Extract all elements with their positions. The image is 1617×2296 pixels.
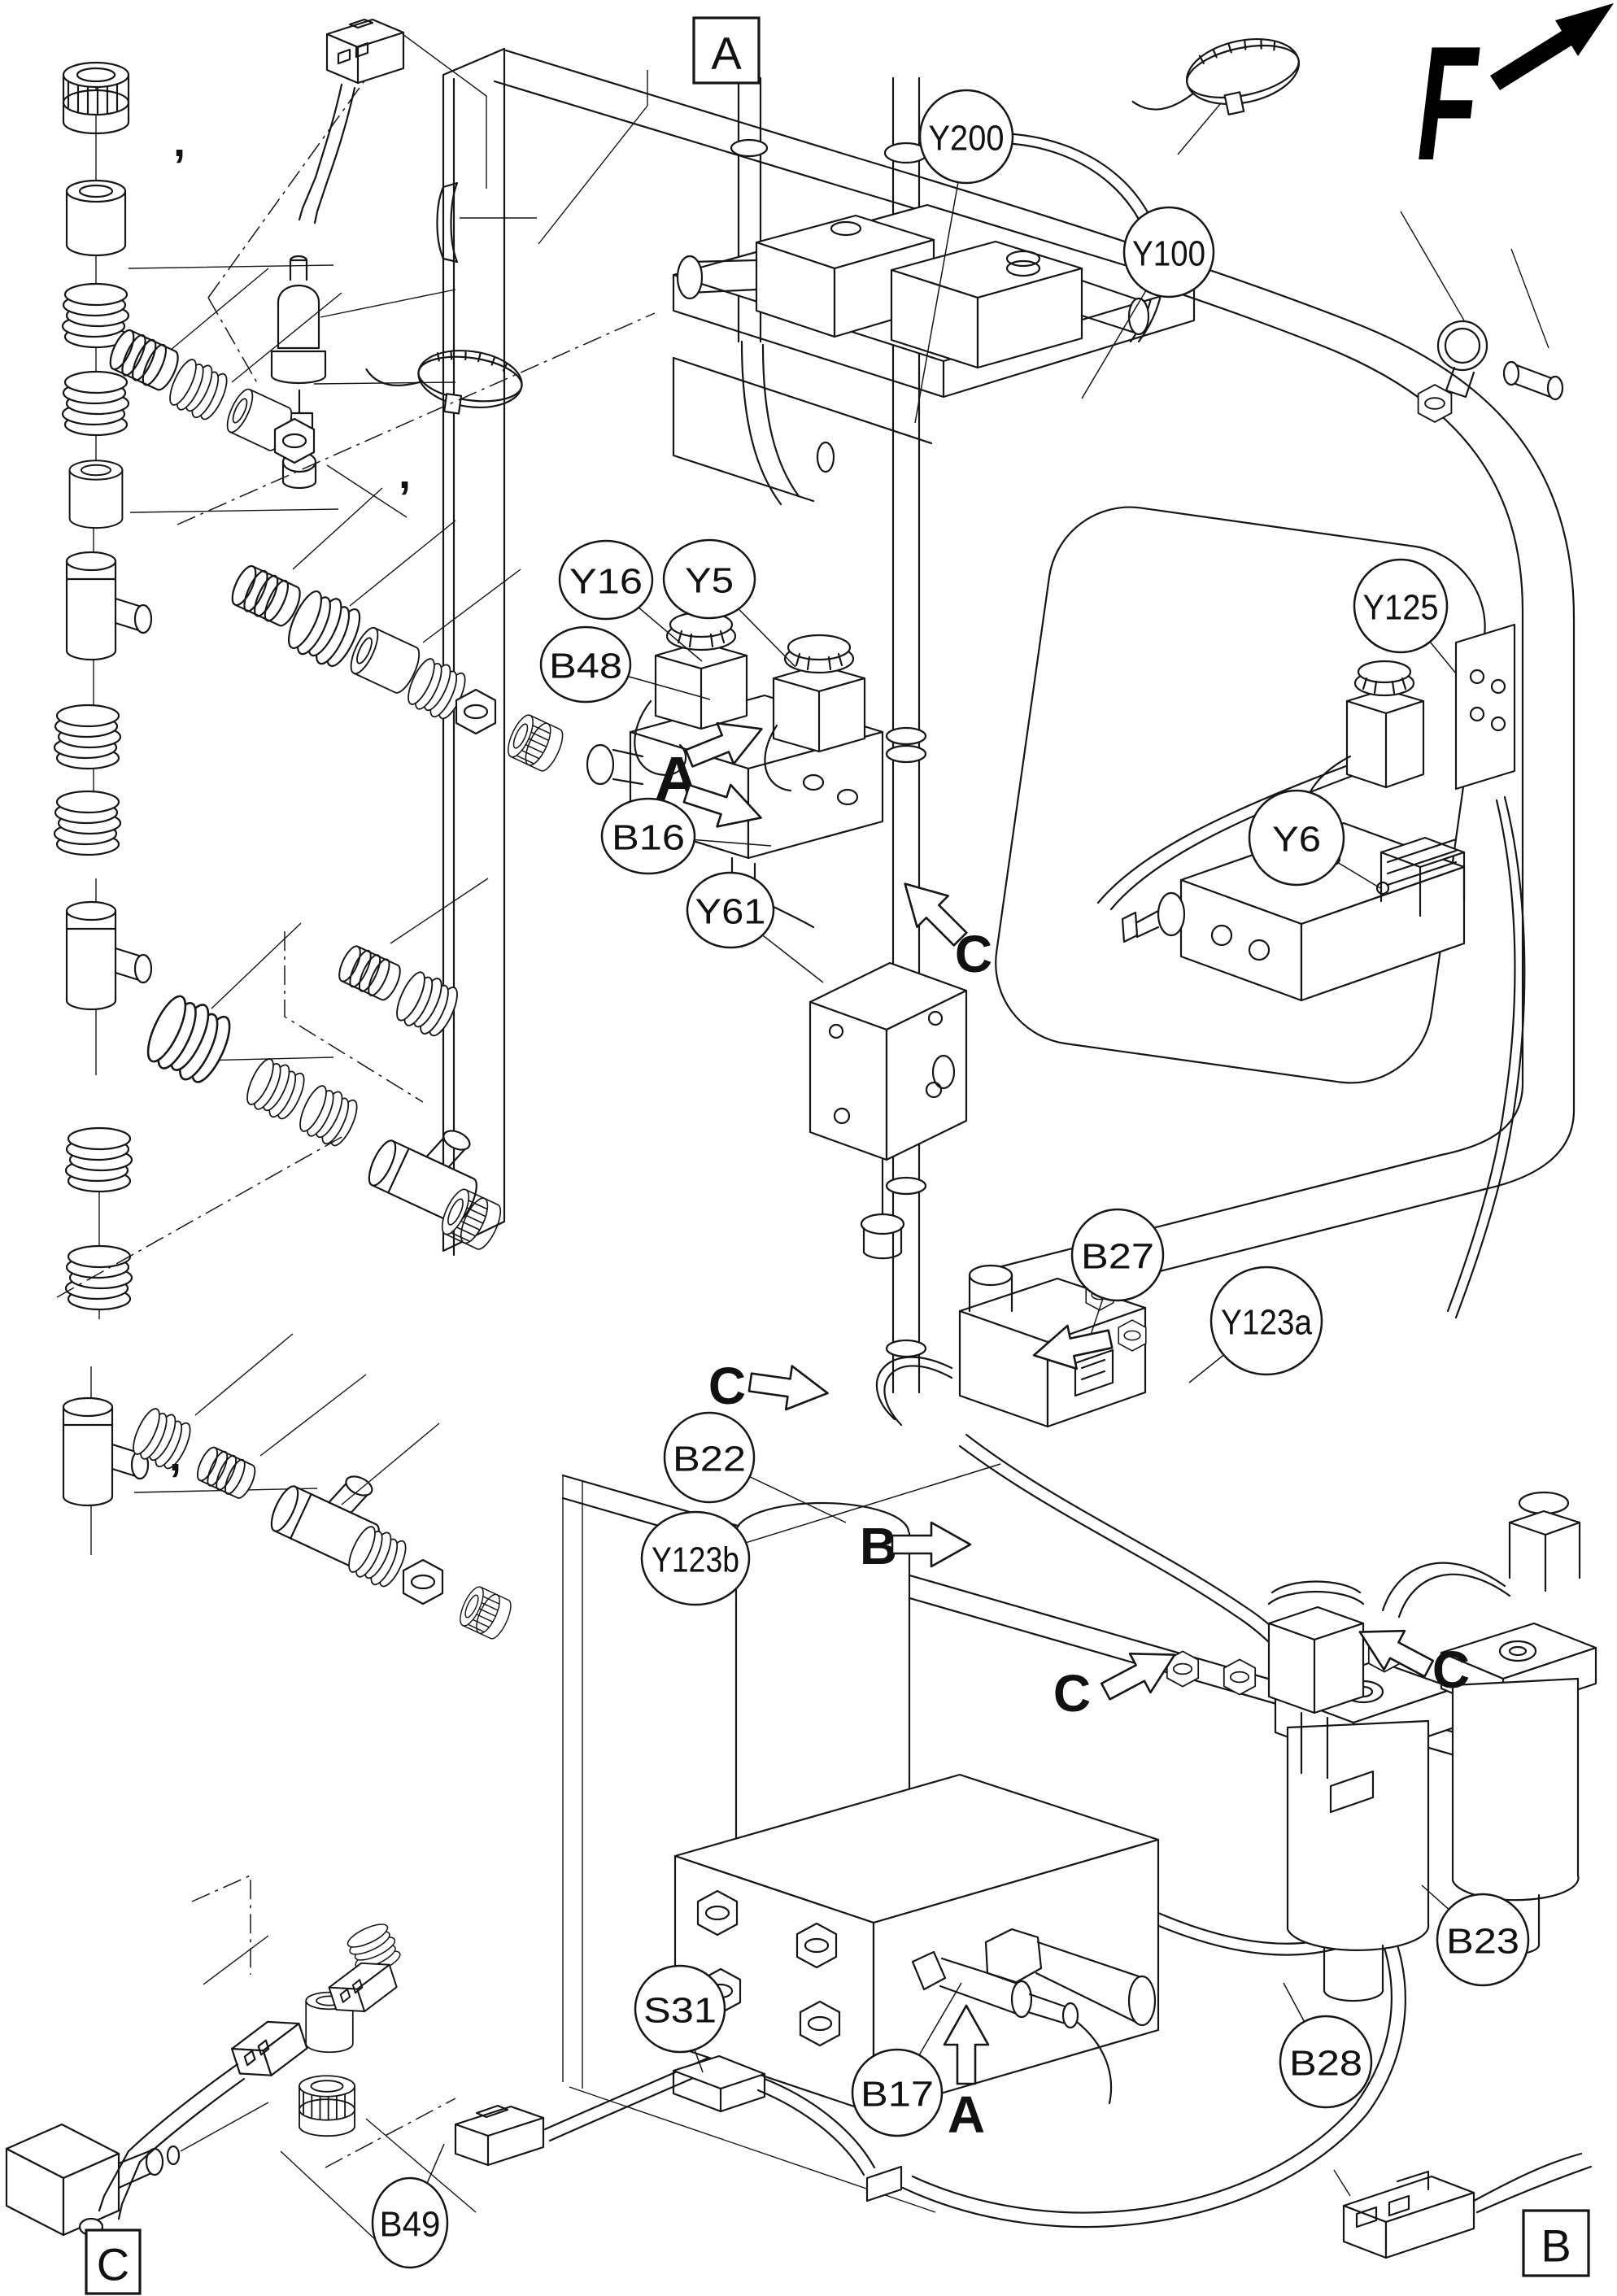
- artwork-din-connector: [5, 2102, 269, 2237]
- direction-letter-C: C: [1432, 1640, 1470, 1699]
- open-arrow: [943, 2004, 990, 2085]
- direction-letter-C: C: [708, 1357, 746, 1415]
- f-direction-letter: F: [1417, 13, 1480, 194]
- svg-text:B23: B23: [1446, 1922, 1519, 1962]
- svg-text:Y5: Y5: [685, 561, 734, 601]
- open-arrow: [682, 783, 762, 828]
- callout-Y200: Y200: [914, 89, 1014, 424]
- svg-text:A: A: [711, 28, 742, 79]
- callout-Y16: Y16: [558, 539, 703, 662]
- artwork-cable-ties: [365, 37, 1301, 415]
- open-arrow: [904, 882, 968, 947]
- svg-text:Y16: Y16: [569, 562, 643, 602]
- artwork-top-manifold: [672, 203, 1196, 503]
- svg-text:B: B: [1541, 2220, 1571, 2272]
- open-arrow: [1358, 1629, 1435, 1678]
- artwork-left-column: [53, 61, 656, 1643]
- direction-letter-B: B: [860, 1517, 897, 1575]
- artwork-clamp-parts: [1400, 211, 1564, 423]
- callout-B17: B17: [851, 1982, 962, 2137]
- artwork-y6: [1121, 821, 1466, 1002]
- direction-letter-A: A: [948, 2085, 985, 2144]
- artwork-b49: [454, 2104, 545, 2167]
- artwork-s31: [672, 2054, 903, 2202]
- callout-B28: B28: [1279, 1982, 1373, 2109]
- stray-comma: ,: [399, 449, 411, 498]
- callout-Y125: Y125: [1353, 558, 1457, 674]
- artwork-y125: [1303, 623, 1516, 847]
- svg-text:Y6: Y6: [1272, 820, 1321, 860]
- callout-B23: B23: [1421, 1884, 1530, 1987]
- svg-text:B49: B49: [380, 2205, 441, 2245]
- artwork-filters: [1166, 1491, 1597, 2002]
- svg-text:S31: S31: [643, 1991, 717, 2031]
- artwork: [5, 3, 1614, 2266]
- view-box-B: B: [1522, 2209, 1590, 2277]
- open-arrow: [684, 721, 763, 768]
- stray-comma: ,: [173, 117, 185, 166]
- svg-text:B27: B27: [1081, 1237, 1154, 1277]
- svg-text:B17: B17: [861, 2075, 934, 2115]
- callout-B48: B48: [539, 625, 711, 704]
- open-arrow: [891, 1521, 972, 1568]
- view-box-C: C: [85, 2228, 142, 2295]
- svg-text:B48: B48: [549, 647, 622, 686]
- svg-text:C: C: [97, 2239, 129, 2290]
- artwork-b-connector: [1333, 2152, 1593, 2259]
- callout-Y5: Y5: [662, 538, 796, 668]
- callout-B49: B49: [371, 2143, 449, 2269]
- callout-Y123b: Y123b: [640, 1463, 1001, 1606]
- svg-text:B28: B28: [1289, 2044, 1362, 2084]
- svg-text:B16: B16: [612, 818, 685, 858]
- callout-S31: S31: [634, 1964, 726, 2073]
- callout-Y6: Y6: [1248, 789, 1381, 889]
- svg-text:Y61: Y61: [695, 892, 766, 932]
- callout-Y61: Y61: [686, 871, 824, 983]
- direction-letter-C: C: [1053, 1664, 1091, 1723]
- callout-B27: B27: [1070, 1208, 1165, 1348]
- callout-Y100: Y100: [1081, 206, 1215, 399]
- view-box-A: A: [692, 16, 761, 85]
- svg-text:Y100: Y100: [1132, 234, 1205, 274]
- f-direction-arrow: [1490, 3, 1614, 90]
- callout-B22: B22: [663, 1411, 847, 1523]
- artwork-subassembly: [207, 18, 648, 518]
- open-arrow: [747, 1365, 829, 1411]
- svg-text:Y123b: Y123b: [652, 1540, 739, 1580]
- stray-comma: ,: [169, 1431, 181, 1480]
- callout-B16: B16: [600, 797, 772, 875]
- svg-text:B22: B22: [673, 1440, 746, 1479]
- open-arrow: [1100, 1652, 1176, 1701]
- artwork-mid-block: [808, 961, 968, 1260]
- svg-text:Y200: Y200: [929, 119, 1005, 159]
- svg-text:Y123a: Y123a: [1221, 1303, 1312, 1343]
- callout-Y123a: Y123a: [1188, 1266, 1323, 1383]
- open-arrow: [1032, 1324, 1114, 1370]
- svg-text:Y125: Y125: [1363, 588, 1439, 628]
